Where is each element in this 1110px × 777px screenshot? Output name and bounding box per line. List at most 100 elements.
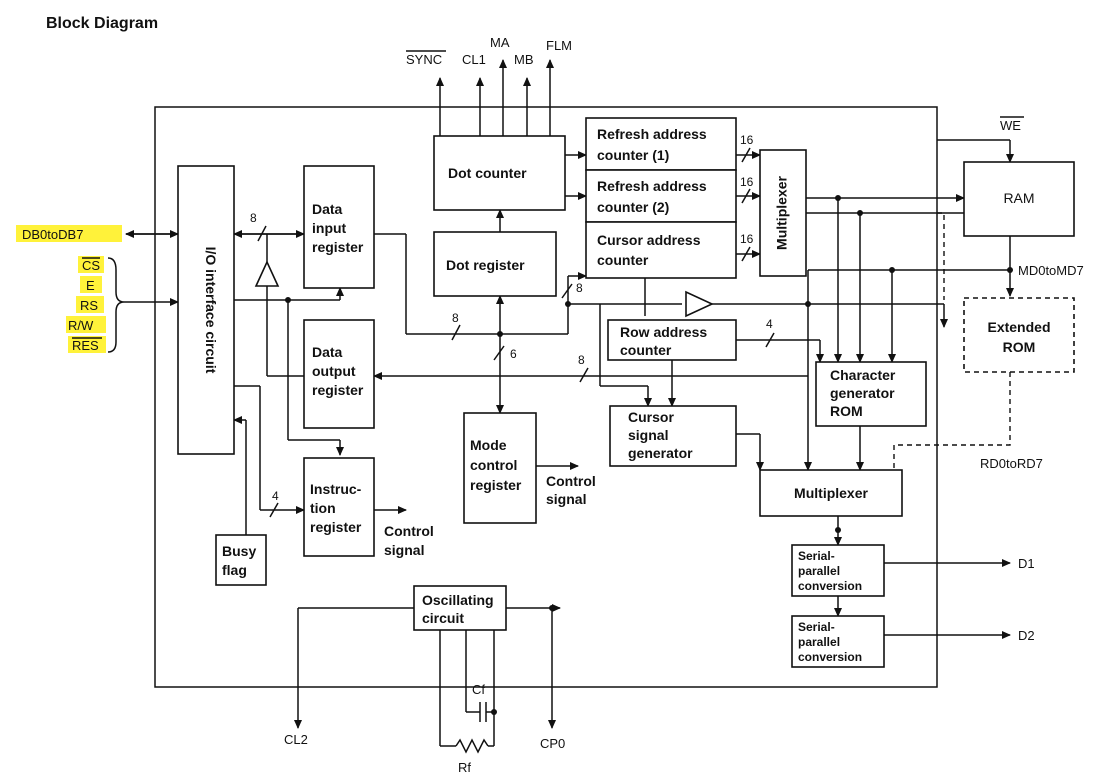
svg-text:8: 8 [576, 281, 583, 295]
svg-text:Control: Control [384, 523, 434, 539]
svg-text:4: 4 [766, 317, 773, 331]
svg-text:parallel: parallel [798, 635, 840, 649]
svg-text:ROM: ROM [1003, 339, 1036, 355]
pin-db: DB0toDB7 [22, 227, 83, 242]
svg-text:8: 8 [452, 311, 459, 325]
label-cf: Cf [472, 682, 485, 697]
svg-text:RAM: RAM [1003, 190, 1034, 206]
svg-text:8: 8 [578, 353, 585, 367]
label-rf: Rf [458, 760, 471, 775]
svg-text:signal: signal [628, 427, 668, 443]
svg-text:counter (2): counter (2) [597, 199, 669, 215]
svg-text:counter (1): counter (1) [597, 147, 669, 163]
svg-text:input: input [312, 220, 347, 236]
svg-text:signal: signal [384, 542, 424, 558]
serial-parallel-2-block: Serial- parallel conversion [791, 615, 885, 668]
cursor-address-counter-block: Cursor address counter [585, 221, 737, 279]
svg-text:register: register [312, 239, 364, 255]
svg-text:conversion: conversion [798, 650, 862, 664]
svg-text:parallel: parallel [798, 564, 840, 578]
pin-d1: D1 [1018, 556, 1035, 571]
pin-d2: D2 [1018, 628, 1035, 643]
svg-text:generator: generator [830, 385, 895, 401]
dot-counter-block: Dot counter [433, 135, 566, 211]
pin-cl1: CL1 [462, 52, 486, 67]
cursor-signal-generator-block: Cursor signal generator [609, 405, 737, 467]
wires [107, 59, 1014, 754]
svg-text:Character: Character [830, 367, 896, 383]
svg-text:counter: counter [620, 342, 672, 358]
pin-labels: DB0toDB7 CS E RS R/W RES SYNC CL1 MA MB … [16, 35, 1084, 775]
svg-text:generator: generator [628, 445, 693, 461]
svg-text:signal: signal [546, 491, 586, 507]
svg-text:register: register [310, 519, 362, 535]
svg-text:control: control [470, 457, 517, 473]
extended-rom-block: Extended ROM [963, 297, 1075, 373]
svg-text:flag: flag [222, 562, 247, 578]
svg-text:Cursor address: Cursor address [597, 232, 701, 248]
bus-width-labels: 8 8 8 8 6 4 4 16 16 16 [250, 133, 773, 503]
svg-text:output: output [312, 363, 356, 379]
ram-block: RAM [963, 161, 1075, 237]
svg-text:tion: tion [310, 500, 336, 516]
oscillating-circuit-block: Oscillating circuit [413, 585, 507, 631]
busy-flag-block: Busy flag [215, 534, 267, 586]
db-highlight [16, 225, 122, 242]
pin-sync: SYNC [406, 52, 442, 67]
svg-text:Multiplexer: Multiplexer [794, 485, 868, 501]
svg-text:Refresh address: Refresh address [597, 126, 707, 142]
svg-text:6: 6 [510, 347, 517, 361]
pin-rw: R/W [68, 318, 94, 333]
io-interface-label: I/O interface circuit [203, 247, 219, 374]
refresh-counter-2-block: Refresh address counter (2) [585, 169, 737, 223]
svg-text:16: 16 [740, 175, 754, 189]
multiplexer-horizontal-block: Multiplexer [759, 469, 903, 517]
serial-parallel-1-block: Serial- parallel conversion [791, 544, 885, 597]
svg-text:Data: Data [312, 201, 343, 217]
pin-cl2: CL2 [284, 732, 308, 747]
multiplexer-vertical-block: Multiplexer [759, 149, 807, 277]
control-signal-labels: Control signal Control signal [384, 473, 596, 558]
row-address-counter-block: Row address counter [607, 319, 737, 361]
svg-text:16: 16 [740, 232, 754, 246]
svg-text:Instruc-: Instruc- [310, 481, 362, 497]
dot-register-block: Dot register [433, 231, 557, 297]
svg-text:register: register [470, 477, 522, 493]
chip-outline [154, 106, 938, 688]
svg-text:Serial-: Serial- [798, 549, 835, 563]
refresh-counter-1-block: Refresh address counter (1) [585, 117, 737, 171]
svg-text:conversion: conversion [798, 579, 862, 593]
pin-e: E [86, 278, 95, 293]
mode-control-register-block: Mode control register [463, 412, 537, 524]
svg-text:ROM: ROM [830, 403, 863, 419]
svg-text:Dot register: Dot register [446, 257, 525, 273]
pin-res: RES [72, 338, 99, 353]
data-input-register-block: Data input register [303, 165, 375, 289]
pin-flm: FLM [546, 38, 572, 53]
data-output-register-block: Data output register [303, 319, 375, 429]
svg-text:circuit: circuit [422, 610, 464, 626]
instruction-register-block: Instruc- tion register [303, 457, 375, 557]
svg-text:Mode: Mode [470, 437, 507, 453]
svg-text:Busy: Busy [222, 543, 256, 559]
svg-text:Serial-: Serial- [798, 620, 835, 634]
svg-text:4: 4 [272, 489, 279, 503]
pin-cs: CS [82, 258, 100, 273]
svg-text:16: 16 [740, 133, 754, 147]
character-generator-rom-block: Character generator ROM [815, 361, 927, 427]
svg-text:Oscillating: Oscillating [422, 592, 494, 608]
svg-text:register: register [312, 382, 364, 398]
pin-ma: MA [490, 35, 510, 50]
svg-text:Control: Control [546, 473, 596, 489]
pin-mb: MB [514, 52, 534, 67]
svg-text:Row address: Row address [620, 324, 707, 340]
svg-text:Extended: Extended [987, 319, 1050, 335]
pin-cp0: CP0 [540, 736, 565, 751]
svg-text:8: 8 [250, 211, 257, 225]
io-interface-block: I/O interface circuit [177, 165, 235, 455]
svg-text:Data: Data [312, 344, 343, 360]
svg-text:Refresh address: Refresh address [597, 178, 707, 194]
svg-text:Cursor: Cursor [628, 409, 674, 425]
pin-rd: RD0toRD7 [980, 456, 1043, 471]
